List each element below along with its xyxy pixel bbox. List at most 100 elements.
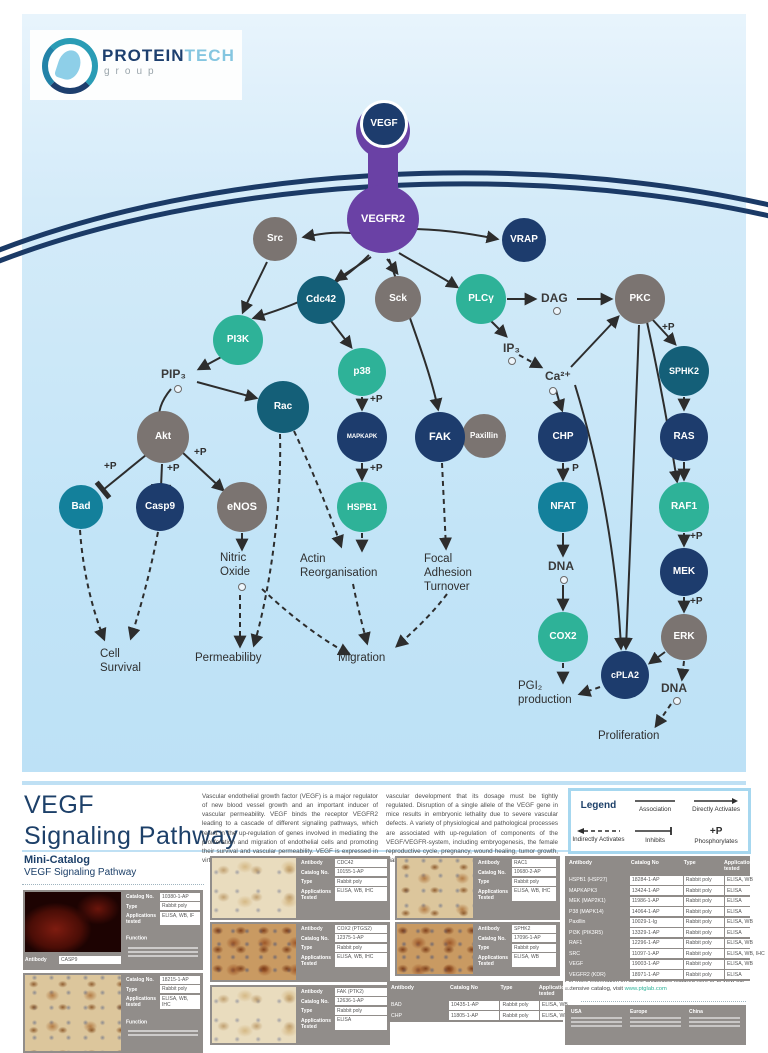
field-value: 18215-1-AP — [160, 975, 200, 984]
legend-inhibits: Inhibits — [626, 826, 684, 844]
field-label: Type — [478, 945, 490, 951]
plus-p-akt-casp9: +P — [167, 463, 180, 474]
cell: Rabbit poly — [500, 1011, 539, 1020]
field-label: Catalog No. — [301, 935, 329, 942]
cox2-ihc-image — [212, 924, 296, 980]
field-label: Antibody — [478, 926, 500, 932]
field-label: Antibody — [301, 860, 323, 866]
legend-association: Association — [626, 797, 684, 813]
text-placeholder — [128, 950, 198, 953]
dna-left-circle — [560, 576, 568, 584]
label-nitric-oxide: Nitric Oxide — [220, 552, 251, 578]
label-permeability: Permeabiliby — [195, 652, 262, 664]
dag-circle — [553, 307, 561, 315]
cell: ELISA — [724, 907, 767, 916]
cell: PI3K (PIK3R5) — [569, 929, 604, 936]
text-placeholder — [630, 1021, 681, 1023]
cell: ELISA — [724, 928, 767, 937]
label-dna-left: DNA — [548, 559, 574, 573]
field-value: ELISA, WB, IHC — [160, 994, 200, 1009]
logo-drop-icon — [53, 47, 85, 83]
node-fak: FAK — [415, 412, 465, 462]
node-mapkapk: MAPKAPK — [337, 412, 387, 462]
logo-protein: PROTEIN — [102, 46, 185, 65]
dotted-rule-1 — [22, 884, 204, 885]
field-value: 12636-1-AP — [335, 997, 387, 1005]
cell: P38 (MAPK14) — [569, 908, 604, 915]
field-value: ELISA, WB, IF — [160, 911, 200, 925]
cell: 13329-1-AP — [629, 928, 683, 937]
cell: 19003-1-AP — [629, 959, 683, 969]
field-value: Rabbit poly — [335, 943, 387, 952]
label-dag: DAG — [541, 291, 568, 305]
proteintech-logo: PROTEINTECH group — [30, 30, 242, 100]
cell: Rabbit poly — [500, 1000, 539, 1010]
cell: ELISA, WB — [539, 1011, 580, 1020]
field-label: Antibody — [301, 989, 323, 995]
ptglab-link[interactable]: www.ptglab.com — [624, 986, 667, 993]
cell: Rabbit poly — [683, 959, 724, 969]
node-raf1: RAF1 — [659, 482, 709, 532]
casp9-if-image — [25, 892, 121, 952]
vegf-pathway-poster: { "brand": {"name1": "PROTEIN", "name2":… — [0, 14, 768, 1053]
divider-mid — [22, 850, 746, 852]
node-cdc42: Cdc42 — [297, 276, 345, 324]
text-placeholder — [689, 1025, 740, 1027]
field-value: 17096-1-AP — [512, 934, 556, 942]
label-ca2: Ca²⁺ — [545, 369, 571, 383]
cell: ELISA — [724, 896, 767, 906]
address-usa: USA — [571, 1009, 622, 1041]
ip3-circle — [508, 357, 516, 365]
plus-p-mapkapk-hspb1: +P — [370, 463, 383, 474]
field-label: Function — [126, 935, 148, 942]
field-label: Applications Tested — [478, 954, 509, 967]
field-label: Type — [126, 903, 138, 910]
cell: ELISA, WB — [724, 917, 767, 927]
field-label: Catalog No. — [126, 894, 154, 900]
logo-ring-icon — [42, 38, 98, 94]
plus-p-akt-enos: +P — [194, 447, 207, 458]
node-chp: CHP — [538, 412, 588, 462]
field-value: 10155-1-AP — [335, 868, 387, 876]
pip3-circle — [174, 385, 182, 393]
field-value: FAK (PTK2) — [335, 987, 387, 996]
label-proliferation: Proliferation — [598, 730, 660, 742]
node-paxillin: Paxillin — [462, 414, 506, 458]
table-row: CHP 11805-1-AP Rabbit poly ELISA, WB — [389, 1011, 580, 1020]
direct-arrow-icon — [694, 798, 739, 805]
cell: 18971-1-AP — [629, 970, 683, 979]
fak-ihc-image — [212, 987, 296, 1043]
label-dna-right: DNA — [661, 681, 687, 695]
field-label: Catalog No. — [478, 869, 506, 876]
footer-note: For more information on all the antibodi… — [565, 978, 745, 993]
field-label: Applications tested — [126, 996, 157, 1008]
association-line-icon — [635, 800, 676, 803]
plus-p-raf1-mek: +P — [690, 531, 703, 542]
field-value: RAC1 — [512, 858, 556, 867]
field-value: 12375-1-AP — [335, 934, 387, 942]
cell: ELISA, WB, IHC — [724, 949, 767, 958]
field-value: Rabbit poly — [160, 985, 200, 993]
cell: RAF1 — [569, 940, 583, 946]
field-value: Rabbit poly — [160, 902, 200, 910]
node-rac: Rac — [257, 381, 309, 433]
node-ras: RAS — [660, 413, 708, 461]
cell: Rabbit poly — [683, 949, 724, 958]
poster-title: VEGF Signaling Pathway — [24, 790, 238, 852]
cell: Rabbit poly — [683, 938, 724, 948]
cell: Rabbit poly — [683, 907, 724, 916]
cell: Rabbit poly — [683, 917, 724, 927]
label-ip3: IP₃ — [503, 341, 520, 355]
legend-box: Legend Association Directly Activates In… — [568, 788, 751, 854]
address-europe: Europe — [630, 1009, 681, 1041]
field-label: Catalog No. — [478, 935, 506, 942]
field-label: Applications Tested — [301, 888, 332, 901]
cell: 11986-1-AP — [629, 896, 683, 906]
node-enos: eNOS — [217, 482, 267, 532]
